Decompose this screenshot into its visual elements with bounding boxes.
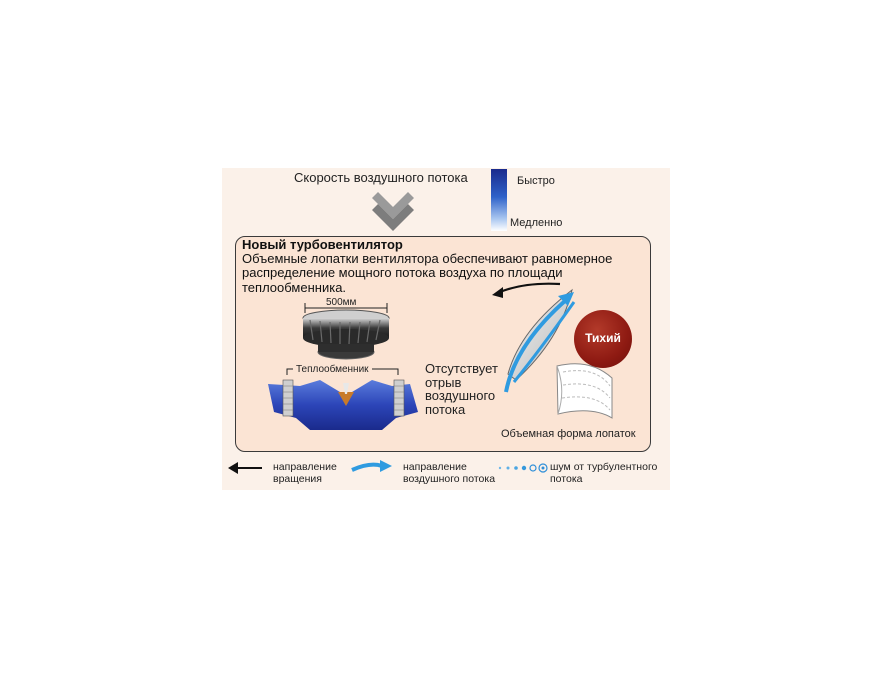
info-box-title: Новый турбовентилятор	[242, 237, 403, 252]
blade-shape-label: Объемная форма лопаток	[501, 428, 636, 440]
fan-diameter-label: 500мм	[326, 297, 357, 308]
scale-slow-label: Медленно	[510, 217, 563, 229]
turbo-fan-image	[302, 309, 390, 360]
info-box-description: Объемные лопатки вентилятора обеспечиваю…	[242, 251, 613, 295]
rotation-arrow-icon	[492, 282, 561, 298]
fan-blade-image	[507, 288, 573, 381]
turbulence-noise-icon	[498, 463, 548, 473]
quiet-badge	[574, 310, 632, 368]
down-arrow-icon	[372, 192, 414, 231]
legend-airflow-arrow-icon	[351, 460, 392, 472]
airflow-arrow-icon	[504, 292, 576, 393]
legend-rotation-label: направление вращения	[273, 461, 337, 486]
legend-noise-label: шум от турбулентного потока	[550, 461, 658, 486]
no-detachment-label: Отсутствует отрыв воздушного потока	[425, 361, 498, 417]
scale-fast-label: Быстро	[517, 175, 555, 187]
heat-exchanger-label: Теплообменник	[293, 364, 372, 376]
blade-shape-image	[556, 363, 613, 419]
fan-dimension-line	[304, 303, 388, 313]
legend-rotation-arrow-icon	[228, 462, 262, 474]
heat-exchanger-image	[268, 379, 418, 430]
quiet-badge-label: Тихий	[585, 331, 621, 345]
legend-airflow-label: направление воздушного потока	[403, 461, 496, 486]
airflow-speed-label: Скорость воздушного потока	[294, 170, 468, 185]
speed-gradient-scale	[491, 169, 507, 231]
